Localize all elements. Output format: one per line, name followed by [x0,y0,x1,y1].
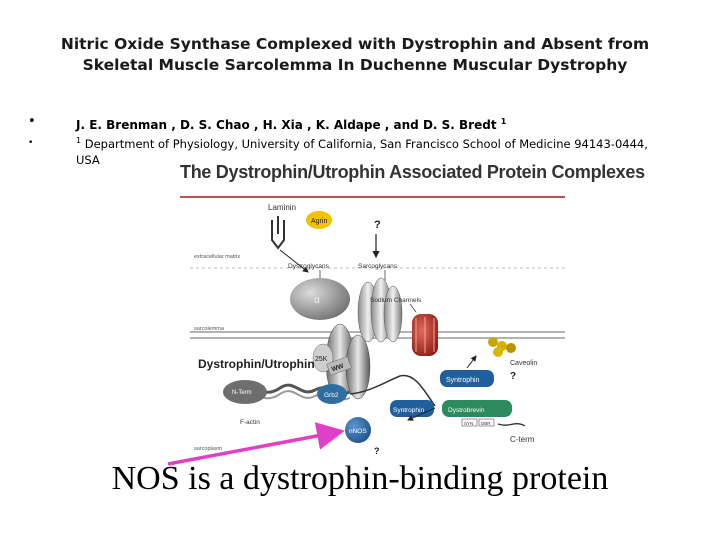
authors-superscript: 1 [500,117,507,126]
caveolin-label: Caveolin [510,360,537,367]
bullet-list: • J. E. Brenman , D. S. Chao , H. Xia , … [28,114,668,168]
affiliation-superscript: 1 [76,136,82,145]
dystrophin-utrophin-label: Dystrophin/Utrophin [198,357,315,371]
protein-complex-diagram: Laminin Agrin ? extracellular matrix Dys… [190,203,565,456]
arrow-syntrophin-caveolin [466,355,477,369]
dystrophin-linker [349,374,436,407]
figure-title: The Dystrophin/Utrophin Associated Prote… [180,162,645,182]
syn-box [461,418,478,427]
caveolin-dot [493,347,503,357]
dystroglycans-label: Dystroglycans [288,263,330,270]
authors-text: J. E. Brenman , D. S. Chao , H. Xia , K.… [76,118,497,132]
arrow-syntrophin-nnos [407,407,436,421]
dbr-box [478,418,495,427]
n-term-label: N-Term [232,390,252,396]
protein-complex-figure: The Dystrophin/Utrophin Associated Prote… [180,162,645,462]
bullet-dot: • [28,114,36,129]
c-term-label: C-term [510,435,535,444]
figure-title-rule [180,196,565,198]
question-mark-bottom: ? [374,446,380,456]
syntrophin-left [390,400,434,417]
dystrobrevin [442,400,512,417]
ww-domain [326,356,352,376]
laminin-label: Laminin [268,203,296,212]
extracellular-label: extracellular matrix [194,254,240,260]
syntrophin-right-label: Syntrophin [446,377,480,384]
syn-label: SYN [464,421,473,426]
bullet-authors: • J. E. Brenman , D. S. Chao , H. Xia , … [28,114,668,133]
ww-label: WW [331,362,346,373]
dbr-label: DBR [481,421,491,426]
sarcoplasm-label: sarcoplasm [194,446,223,452]
agrin-label: Agrin [311,218,327,225]
nnos-circle [345,417,371,443]
n-term-domain [223,380,267,404]
caveolin-dot [488,337,498,347]
agrin-blob [306,211,332,229]
sarcoglycan-subunit [383,285,403,343]
25k-label: 25K [315,356,328,363]
f-actin-label: F-actin [240,419,260,426]
alpha-label: α [314,295,320,306]
affiliation-text: Department of Physiology, University of … [76,136,648,167]
grb2-label: Grb2 [324,392,339,399]
sodium-channels-label: Sodium Channels [370,297,422,304]
alpha-dystroglycan [290,278,350,320]
c-term-tail [497,423,526,427]
bullet-affiliation: • 1 Department of Physiology, University… [28,133,668,168]
dystrobrevin-label: Dystrobrevin [448,407,485,414]
slide-title: Nitric Oxide Synthase Complexed with Dys… [60,35,650,74]
bullet-dot: • [28,138,34,148]
laminin-shape [271,216,285,250]
arrow-laminin [279,249,309,273]
caption: NOS is a dystrophin-binding protein [111,460,609,497]
syntrophin-left-label: Syntrophin [393,407,424,414]
caveolin-dot [506,343,516,353]
sodium-channel-leader [409,303,417,313]
nnos-label: nNOS [349,428,367,435]
sarcolemma-label: sarcolemma [194,326,225,332]
grb2-blob [317,384,347,404]
question-mark-caveolin: ? [510,371,516,382]
question-mark-top: ? [374,219,381,231]
sarcoglycans-label: Sarcoglycans [358,263,398,270]
syntrophin-right [440,370,494,387]
